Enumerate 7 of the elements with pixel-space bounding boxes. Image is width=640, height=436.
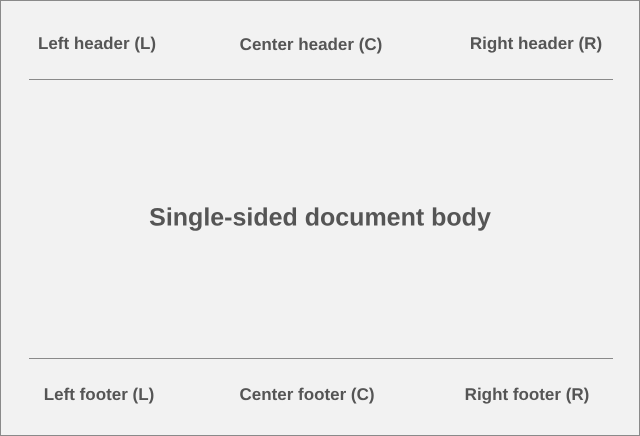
header-text: Left header (L)	[38, 34, 156, 54]
footer-text: Right footer (R)	[464, 385, 590, 405]
header-text: Center header (C)	[240, 35, 382, 55]
footer-text: Left footer (L)	[44, 385, 154, 405]
footer-text: Center footer (C)	[239, 385, 375, 405]
body-text: Single-sided document body	[149, 204, 491, 232]
header-text: Right header (R)	[470, 34, 602, 54]
